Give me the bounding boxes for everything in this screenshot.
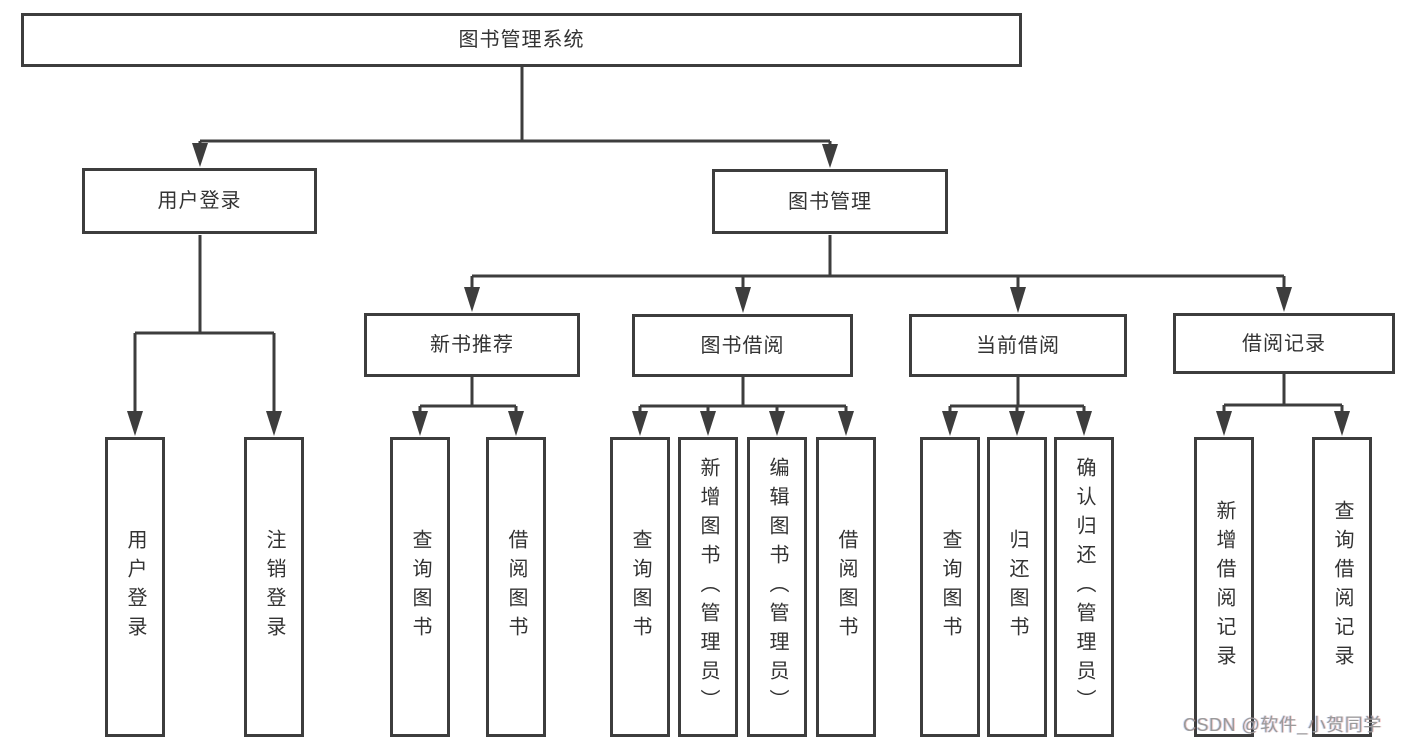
leaf-query-book-borrowing: 查询图书: [610, 437, 670, 737]
node-label: 新增图书（管理员）: [697, 456, 719, 718]
node-label: 查询图书: [629, 529, 651, 645]
node-label: 用户登录: [157, 190, 242, 212]
watermark: CSDN @软件_小贺同学: [1183, 715, 1382, 735]
node-book-borrowing: 图书借阅: [632, 314, 853, 377]
node-label: 查询借阅记录: [1331, 500, 1353, 674]
leaf-add-borrow-record: 新增借阅记录: [1194, 437, 1254, 737]
node-label: 新书推荐: [430, 334, 514, 356]
edge-root-to-level2: [192, 66, 838, 168]
node-current-borrowing: 当前借阅: [909, 314, 1127, 377]
node-label: 图书管理: [788, 190, 872, 213]
node-label: 查询图书: [939, 529, 961, 645]
node-label: 借阅图书: [505, 529, 527, 645]
leaf-return-book: 归还图书: [987, 437, 1047, 737]
leaf-borrow-book-new-recommend: 借阅图书: [486, 437, 546, 737]
node-label: 图书借阅: [700, 334, 785, 357]
leaf-query-borrow-record: 查询借阅记录: [1312, 437, 1372, 737]
node-label: 查询图书: [409, 529, 431, 645]
edge-book-management-to-level3: [464, 235, 1292, 313]
node-book-management: 图书管理: [712, 169, 948, 234]
node-label: 归还图书: [1006, 529, 1028, 645]
leaf-query-book-current: 查询图书: [920, 437, 980, 737]
edge-current-borrowing-to-leaves: [942, 377, 1092, 436]
node-label: 新增借阅记录: [1213, 500, 1235, 674]
leaf-confirm-return-admin: 确认归还（管理员）: [1054, 437, 1114, 737]
edge-book-borrowing-to-leaves: [632, 377, 854, 436]
leaf-user-login: 用户登录: [105, 437, 165, 737]
node-label: 编辑图书（管理员）: [766, 456, 788, 718]
node-label: 注销登录: [263, 529, 285, 645]
node-library-management-system: 图书管理系统: [21, 13, 1022, 67]
node-label: 用户登录: [124, 529, 146, 645]
edge-borrowing-records-to-leaves: [1216, 373, 1350, 436]
node-label: 当前借阅: [976, 334, 1060, 357]
edge-new-book-recommend-to-leaves: [412, 377, 524, 436]
leaf-logout: 注销登录: [244, 437, 304, 737]
leaf-add-book-admin: 新增图书（管理员）: [678, 437, 738, 737]
node-label: 借阅记录: [1242, 332, 1326, 355]
node-label: 确认归还（管理员）: [1073, 456, 1095, 718]
leaf-borrow-book-borrowing: 借阅图书: [816, 437, 876, 737]
node-user-login: 用户登录: [82, 168, 317, 234]
node-borrowing-records: 借阅记录: [1173, 313, 1395, 374]
node-label: 借阅图书: [835, 529, 857, 645]
leaf-query-book-new-recommend: 查询图书: [390, 437, 450, 737]
leaf-edit-book-admin: 编辑图书（管理员）: [747, 437, 807, 737]
node-label: 图书管理系统: [458, 29, 585, 51]
edge-user-login-to-leaves: [127, 235, 282, 436]
node-new-book-recommend: 新书推荐: [364, 313, 580, 377]
